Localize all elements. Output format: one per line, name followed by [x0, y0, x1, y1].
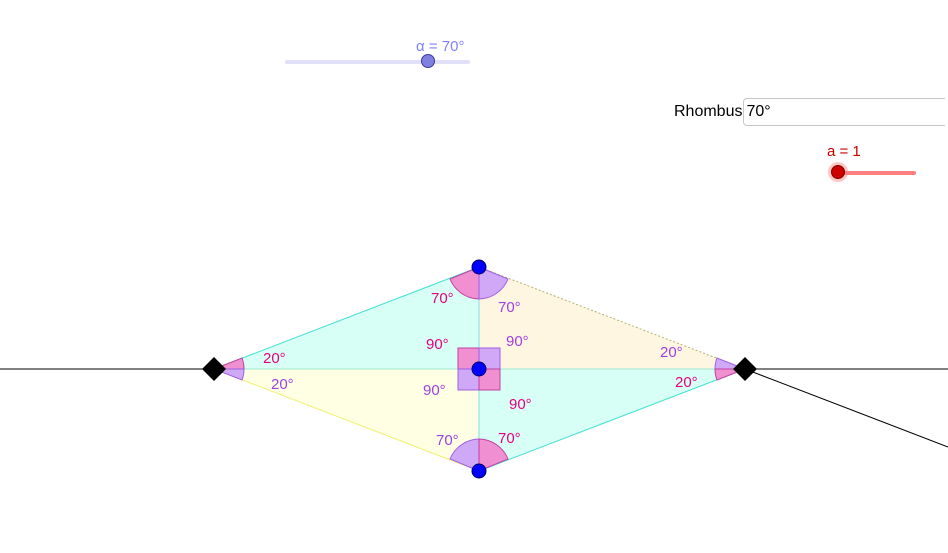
angle-label-right-top: 20° [660, 344, 683, 361]
center-point[interactable] [471, 361, 487, 377]
alpha-slider-knob[interactable] [421, 54, 435, 68]
rhombus-input-box: Rhombus [674, 97, 946, 127]
vertex-point-top[interactable] [471, 259, 487, 275]
triangle-bottom-right [478, 368, 746, 472]
oblique-line [744, 368, 948, 448]
angle-label-bottom-left: 70° [436, 432, 459, 449]
angle-label-center-top-left: 90° [426, 336, 449, 353]
angle-label-center-top-right: 90° [506, 333, 529, 350]
triangle-top-left [213, 266, 480, 370]
triangle-top-right [478, 266, 746, 370]
a-slider-knob[interactable] [831, 165, 845, 179]
angle-label-center-bottom-right: 90° [509, 396, 532, 413]
angle-label-center-bottom-left: 90° [423, 382, 446, 399]
angle-label-top-right: 70° [498, 299, 521, 316]
angle-label-bottom-right: 70° [498, 430, 521, 447]
rhombus-angle-input[interactable] [743, 98, 946, 126]
angle-wedge-top-right [478, 266, 509, 300]
alpha-slider-track[interactable] [285, 60, 470, 64]
a-slider-track[interactable] [838, 171, 916, 175]
rhombus-input-caption: Rhombus [674, 103, 743, 120]
angle-label-left-bottom: 20° [271, 376, 294, 393]
vertex-point-left[interactable] [202, 357, 226, 381]
alpha-slider-label: α = 70° [416, 38, 465, 55]
vertex-point-bottom[interactable] [471, 463, 487, 479]
angle-label-left-top: 20° [263, 350, 286, 367]
angle-label-top-left: 70° [431, 290, 454, 307]
vertex-point-right[interactable] [733, 357, 757, 381]
a-slider-label: a = 1 [827, 143, 861, 160]
angle-wedge-bottom-right [478, 438, 509, 472]
angle-label-right-bottom: 20° [675, 374, 698, 391]
